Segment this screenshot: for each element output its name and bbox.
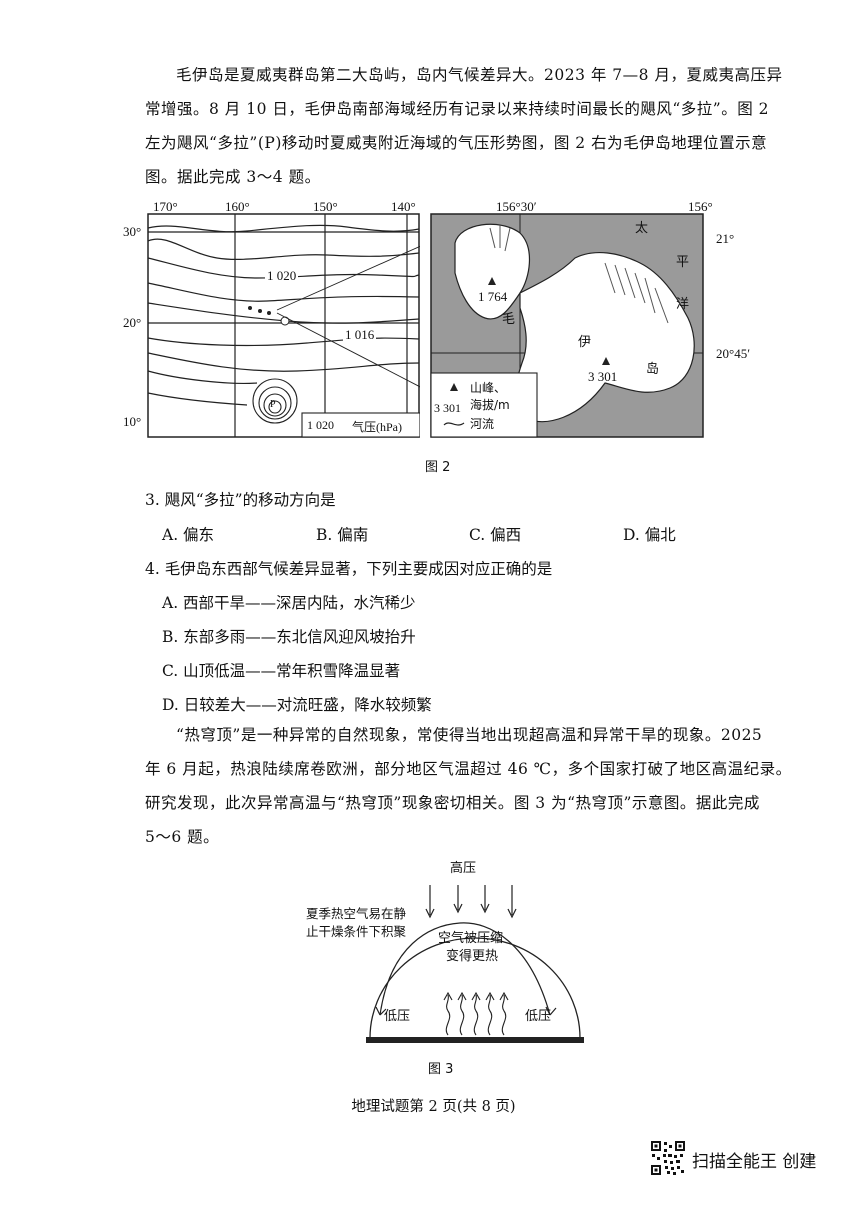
q3-stem: 3. 飓风“多拉”的移动方向是 [145, 491, 336, 509]
q3-option-b[interactable]: B. 偏南 [316, 526, 369, 544]
q4-option-a[interactable]: A. 西部干旱——深居内陆，水汽稀少 [162, 594, 416, 612]
intro2-line-4: 5～6 题。 [145, 828, 220, 846]
legend-value: 1 020 [307, 418, 334, 432]
intro-line-3: 左为飓风“多拉”(P)移动时夏威夷附近海域的气压形势图，图 2 右为毛伊岛地理位… [145, 134, 768, 152]
side-note-line-2: 止干燥条件下积聚 [306, 924, 407, 939]
lat-label-20-45: 20°45′ [716, 346, 751, 361]
legend-river: 河流 [470, 417, 495, 431]
island-char-1: 毛 [502, 312, 516, 327]
intro2-line-3: 研究发现，此次异常高温与“热穹顶”现象密切相关。图 3 为“热穹顶”示意图。据此… [145, 794, 760, 812]
q4-stem: 4. 毛伊岛东西部气候差异显著，下列主要成因对应正确的是 [145, 560, 553, 578]
lat-label-20: 20° [123, 315, 142, 330]
lon-label-156-30: 156°30′ [496, 199, 537, 214]
q3-option-d[interactable]: D. 偏北 [623, 526, 676, 544]
lon-label-160: 160° [225, 199, 250, 214]
intro-line-1: 毛伊岛是夏威夷群岛第二大岛屿，岛内气候差异大。2023 年 7—8 月，夏威夷高… [176, 66, 783, 84]
q4-option-b[interactable]: B. 东部多雨——东北信风迎风坡抬升 [162, 628, 416, 646]
qr-code-icon [650, 1140, 686, 1176]
intro2-paragraph: “热穹顶”是一种异常的自然现象，常使得当地出现超高温和异常干旱的现象。2025 … [145, 718, 817, 854]
maui-map: 156°30′ 156° 21° 20°45′ 1 764 3 301 太 平 … [430, 199, 750, 438]
intro-paragraph: 毛伊岛是夏威夷群岛第二大岛屿，岛内气候差异大。2023 年 7—8 月，夏威夷高… [145, 58, 817, 194]
low-pressure-right: 低压 [525, 1009, 552, 1024]
lat-label-10: 10° [123, 414, 142, 429]
center-text-line-2: 变得更热 [446, 949, 499, 964]
pressure-map-svg [147, 213, 433, 438]
q3-option-c[interactable]: C. 偏西 [469, 526, 522, 544]
island-char-3: 岛 [646, 362, 660, 377]
pressure-map: 170° 160° 150° 140° 30° 20° 10° 1 020 1 … [123, 199, 433, 438]
typhoon-label: P [270, 399, 276, 410]
lon-label-150: 150° [313, 199, 338, 214]
intro-line-4: 图。据此完成 3～4 题。 [145, 168, 321, 186]
low-pressure-left: 低压 [384, 1009, 411, 1024]
center-text-line-1: 空气被压缩 [438, 931, 504, 946]
maui-map-svg [430, 213, 704, 438]
intro2-line-1: “热穹顶”是一种异常的自然现象，常使得当地出现超高温和异常干旱的现象。2025 [176, 726, 763, 744]
isobar-1016-label: 1 016 [343, 327, 377, 343]
lon-label-170: 170° [153, 199, 178, 214]
legend-unit: 气压(hPa) [352, 420, 402, 434]
fig3-caption: 图 3 [428, 1062, 454, 1077]
page-footer: 地理试题第 2 页(共 8 页) [351, 1099, 516, 1115]
heat-dome-diagram: 高压 夏季热空气易在静 止干燥条件下积聚 空气被压缩 变得更热 低压 低压 [300, 855, 600, 1050]
ocean-char-3: 洋 [676, 297, 690, 312]
lon-label-140: 140° [391, 199, 416, 214]
ocean-char-1: 太 [635, 221, 649, 236]
q4-option-c[interactable]: C. 山顶低温——常年积雪降温显著 [162, 662, 401, 680]
isobar-1020-label: 1 020 [265, 268, 299, 284]
high-pressure-label: 高压 [450, 861, 477, 876]
intro2-line-2: 年 6 月起，热浪陆续席卷欧洲，部分地区气温超过 46 ℃，多个国家打破了地区高… [145, 760, 792, 778]
q3-option-a[interactable]: A. 偏东 [162, 526, 215, 544]
peak-3301: 3 301 [588, 369, 618, 384]
fig2-caption: 图 2 [425, 460, 451, 475]
intro-line-2: 常增强。8 月 10 日，毛伊岛南部海域经历有记录以来持续时间最长的飓风“多拉”… [145, 100, 770, 118]
side-note-line-1: 夏季热空气易在静 [306, 906, 407, 921]
peak-1764: 1 764 [478, 289, 508, 304]
heat-dome-svg [366, 885, 584, 1043]
watermark-text: 扫描全能王 创建 [692, 1152, 817, 1172]
ocean-char-2: 平 [676, 255, 690, 270]
q4-option-d[interactable]: D. 日较差大——对流旺盛，降水较频繁 [162, 696, 432, 714]
legend-altitude: 海拔/m [470, 398, 510, 412]
island-char-2: 伊 [578, 335, 592, 350]
lat-label-21: 21° [716, 231, 735, 246]
lon-label-156: 156° [688, 199, 713, 214]
lat-label-30: 30° [123, 224, 142, 239]
legend-peak: 山峰、 [470, 381, 507, 395]
legend-peak-value: 3 301 [434, 401, 461, 415]
